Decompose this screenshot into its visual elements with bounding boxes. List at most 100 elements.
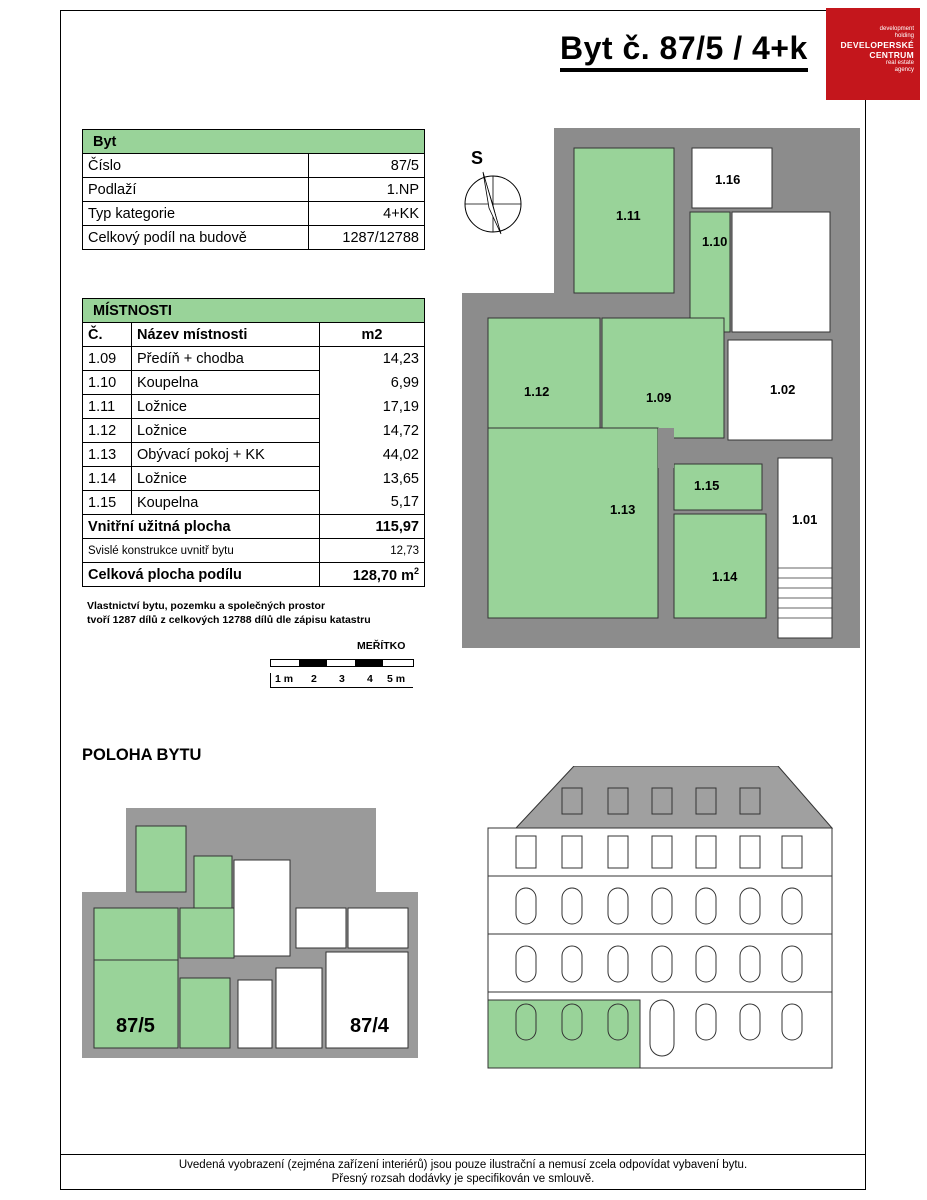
scale-label: MEŘÍTKO [357, 640, 406, 652]
room-name: Obývací pokoj + KK [131, 442, 320, 467]
facade-apartment-highlight [487, 999, 641, 1069]
location-plan: 87/5 87/4 [82, 808, 418, 1058]
room-area: 44,02 [319, 442, 425, 467]
loc-room [295, 907, 347, 949]
loc-room [135, 825, 187, 893]
room-label-1-15: 1.15 [694, 478, 719, 493]
room-area: 14,23 [319, 346, 425, 371]
room-1-01 [777, 457, 833, 639]
poloha-title: POLOHA BYTU [82, 746, 202, 764]
ownership-note: Vlastnictví bytu, pozemku a společných p… [87, 599, 371, 627]
room-no: 1.15 [82, 490, 132, 515]
room-1-13 [487, 427, 659, 619]
room-area: 17,19 [319, 394, 425, 419]
room-name: Předíň + chodba [131, 346, 320, 371]
compass-needle [482, 171, 502, 235]
room-no: 1.10 [82, 370, 132, 395]
room-no: 1.09 [82, 346, 132, 371]
inner-area-value: 115,97 [319, 514, 425, 539]
facade-roof [514, 766, 834, 829]
room-label-1-14: 1.14 [712, 569, 738, 584]
scale-tick-3: 3 [339, 673, 345, 685]
mistnosti-header: MÍSTNOSTI [82, 298, 425, 323]
disclaimer-line2: Přesný rozsah dodávky je specifikován ve… [331, 1173, 595, 1185]
room-area: 13,65 [319, 466, 425, 491]
logo-line2: holding [894, 33, 914, 39]
room-1-09 [601, 317, 725, 439]
note-line2: tvoří 1287 dílů z celkových 12788 dílů d… [87, 614, 371, 626]
byt-label: Číslo [82, 153, 309, 178]
byt-value: 4+KK [307, 201, 426, 226]
company-logo: development holding DEVELOPERSKÉ CENTRUM… [826, 8, 920, 100]
byt-value: 87/5 [307, 153, 426, 178]
scale-tick-4: 4 [367, 673, 373, 685]
loc-room [93, 959, 179, 1049]
wall-block [658, 428, 674, 468]
loc-room [237, 979, 273, 1049]
scale-tick-1: 1 m [275, 673, 294, 685]
total-area-sup: 2 [413, 565, 419, 576]
room-label-1-02: 1.02 [770, 382, 795, 397]
room-label-1-12: 1.12 [524, 384, 549, 399]
inner-area-label: Vnitřní užitná plocha [82, 514, 320, 539]
room-name: Ložnice [131, 418, 320, 443]
byt-value: 1.NP [307, 177, 426, 202]
scale-segment [299, 660, 327, 666]
svisle-label: Svislé konstrukce uvnitř bytu [82, 538, 320, 563]
room-label-1-13: 1.13 [610, 502, 635, 517]
staircase [731, 211, 831, 333]
room-name: Ložnice [131, 394, 320, 419]
col-name: Název místnosti [131, 322, 320, 347]
facade-windows [515, 787, 803, 1057]
footer-divider [60, 1154, 866, 1155]
room-1-02 [727, 339, 833, 441]
col-area: m2 [319, 322, 425, 347]
loc-room [347, 907, 409, 949]
loc-room [93, 907, 179, 961]
building-facade [487, 766, 834, 1069]
room-1-16 [691, 147, 773, 209]
logo-brand2: CENTRUM [869, 50, 914, 60]
room-1-14 [673, 513, 767, 619]
unit-label-87-5: 87/5 [116, 1015, 155, 1037]
room-no: 1.11 [82, 394, 132, 419]
disclaimer: Uvedená vyobrazení (zejména zařízení int… [60, 1158, 866, 1186]
byt-label: Podlaží [82, 177, 309, 202]
total-area-cell: 128,70 m2 [319, 562, 425, 587]
room-no: 1.13 [82, 442, 132, 467]
compass-letter: S [471, 148, 483, 168]
room-area: 14,72 [319, 418, 425, 443]
room-name: Koupelna [131, 370, 320, 395]
total-area-value: 128,70 m [352, 567, 414, 584]
svisle-value: 12,73 [319, 538, 425, 563]
room-1-10 [689, 211, 731, 333]
scale-bar [270, 659, 414, 667]
facade-cornices [488, 875, 832, 993]
room-no: 1.12 [82, 418, 132, 443]
byt-value: 1287/12788 [307, 225, 426, 250]
room-1-11 [573, 147, 675, 294]
room-label-1-09: 1.09 [646, 390, 671, 405]
scale-segment [355, 660, 383, 666]
unit-label-87-4: 87/4 [350, 1015, 390, 1037]
room-name: Koupelna [131, 490, 320, 515]
floor-plan: 1.11 1.16 1.10 1.12 1.09 1.02 1.13 1.15 … [462, 128, 860, 648]
room-label-1-01: 1.01 [792, 512, 817, 527]
scale-tick-5: 5 m [387, 673, 406, 685]
logo-line3: real estate [885, 60, 914, 66]
room-area: 6,99 [319, 370, 425, 395]
room-no: 1.14 [82, 466, 132, 491]
loc-room [179, 977, 231, 1049]
loc-room [179, 907, 235, 959]
